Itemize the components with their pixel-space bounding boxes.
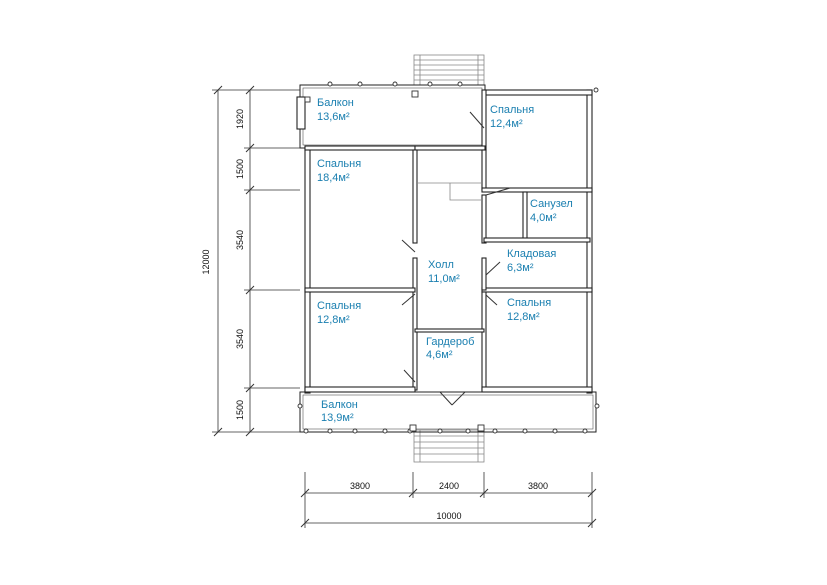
dim-horizontal-seg: 2400 [439,481,459,491]
room-storage: Кладовая 6,3м² [507,248,556,274]
room-bedroom-bottom-left: Спальня 12,8м² [317,300,361,326]
room-area: 6,3м² [507,262,534,274]
room-hall: Холл 11,0м² [428,259,460,285]
doors [401,111,511,406]
dim-vertical-seg: 3540 [235,230,245,250]
room-area: 4,6м² [426,349,453,361]
posts [297,81,600,434]
room-name: Балкон [317,97,354,109]
dim-horizontal-seg: 3800 [350,481,370,491]
stairs-bottom [413,429,485,463]
room-area: 12,8м² [317,314,350,326]
room-area: 12,4м² [490,118,523,130]
room-balcony-top: Балкон 13,6м² [317,97,354,123]
dim-total-horizontal: 10000 [436,511,461,521]
room-area: 11,0м² [428,273,460,285]
room-name: Балкон [321,399,358,411]
room-wardrobe: Гардероб 4,6м² [426,336,474,361]
dim-horizontal-seg: 3800 [528,481,548,491]
room-area: 13,6м² [317,111,350,123]
room-balcony-bottom: Балкон 13,9м² [321,399,358,424]
room-area: 12,8м² [507,311,540,323]
room-name: Спальня [317,300,361,312]
room-name: Спальня [490,104,534,116]
room-bedroom-top-right: Спальня 12,4м² [490,104,534,130]
dim-vertical-seg: 1920 [235,109,245,129]
hall-stair [417,182,482,201]
dim-vertical-seg: 1500 [235,400,245,420]
room-area: 4,0м² [530,212,557,224]
room-bedroom-bottom-right: Спальня 12,8м² [507,297,551,323]
dim-vertical-seg: 3540 [235,329,245,349]
room-name: Холл [428,259,454,271]
room-name: Санузел [530,198,573,210]
stairs-top [413,54,485,88]
dim-total-vertical: 12000 [201,249,211,274]
room-area: 18,4м² [317,172,350,184]
balcony-bottom-railing [299,391,597,433]
room-bathroom: Санузел 4,0м² [530,198,573,224]
room-name: Спальня [317,158,361,170]
dimension-vertical: 12000 1920 1500 3540 3540 1500 [201,85,300,437]
room-bedroom-top-left: Спальня 18,4м² [317,158,361,184]
room-area: 13,9м² [321,412,354,424]
room-name: Гардероб [426,336,474,348]
balcony-top-railing [296,84,486,149]
dim-vertical-seg: 1500 [235,159,245,179]
room-name: Спальня [507,297,551,309]
dimension-horizontal: 3800 2400 3800 10000 [300,472,597,528]
walls [304,89,593,394]
room-name: Кладовая [507,248,556,260]
